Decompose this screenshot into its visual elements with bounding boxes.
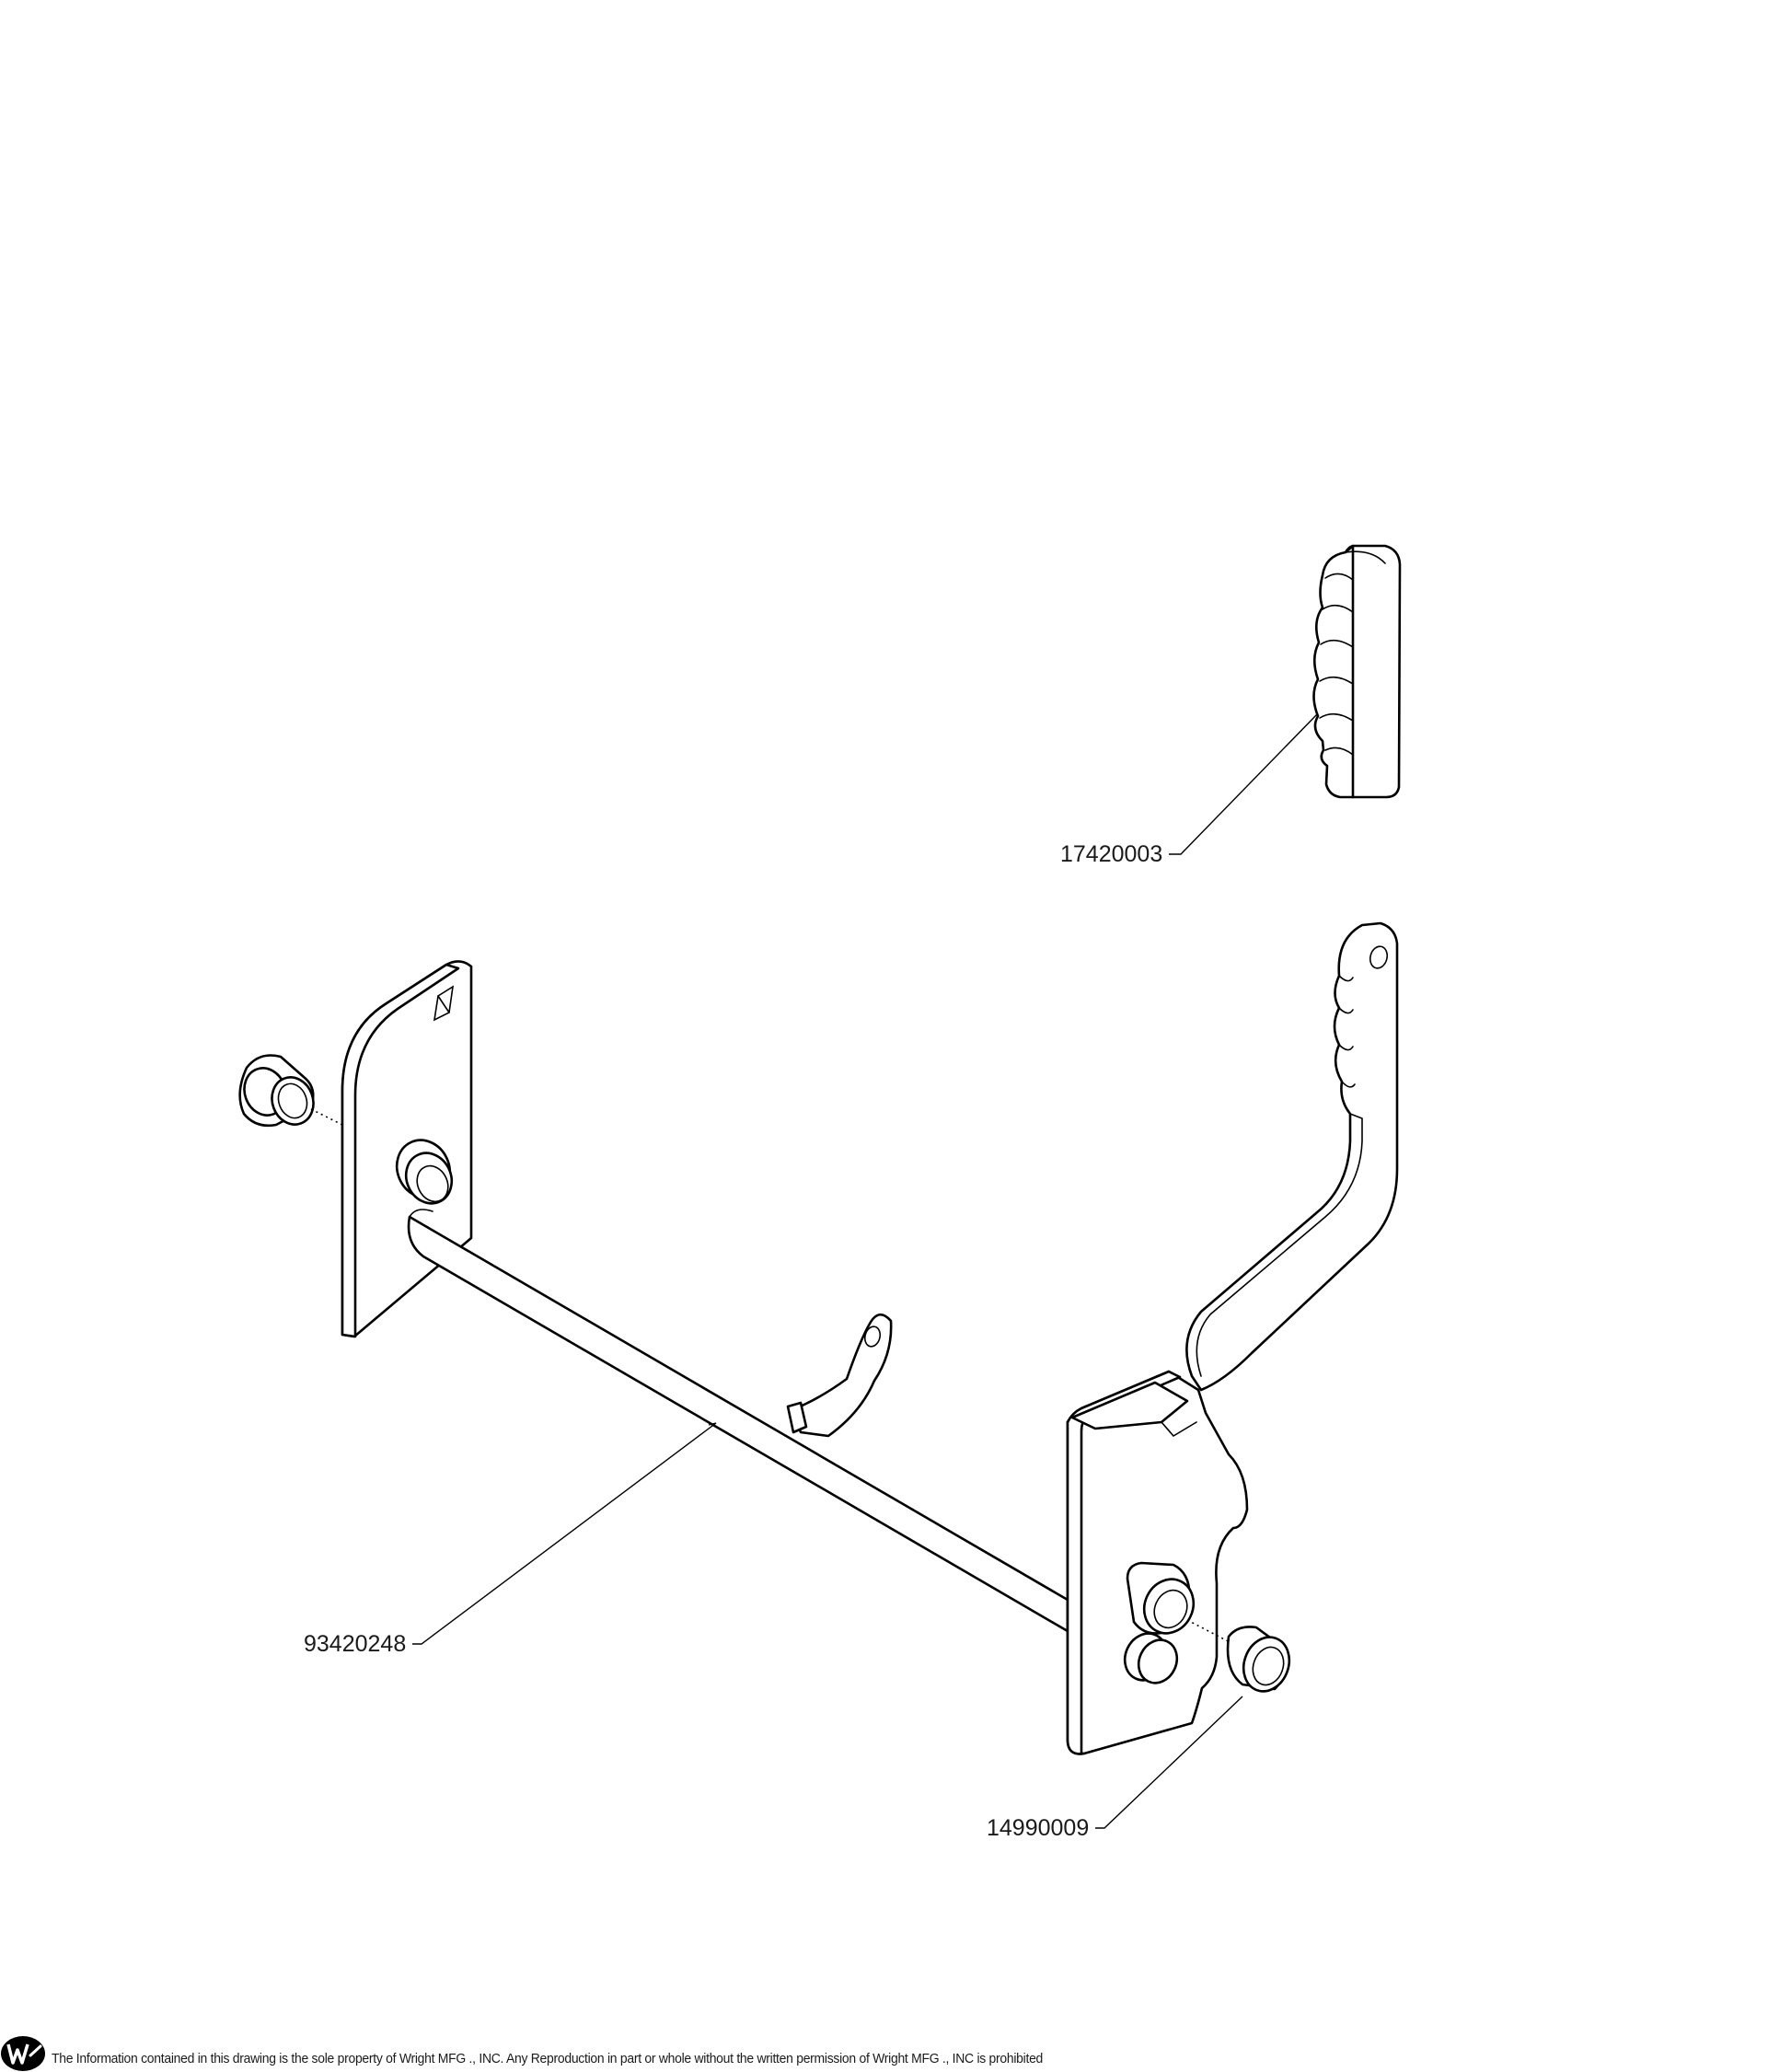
leader-shaft-arrow xyxy=(708,1422,717,1426)
left-bushing-centerline xyxy=(310,1108,343,1126)
right-bushing-part xyxy=(1226,1626,1291,1693)
leader-bushing xyxy=(1095,1696,1243,1829)
callout-bushing: 14990009 xyxy=(987,1815,1089,1841)
leader-handle-grip xyxy=(1169,712,1319,855)
callout-handle-grip: 17420003 xyxy=(1060,841,1162,867)
wright-logo-icon xyxy=(1,2036,45,2071)
callout-shaft: 93420248 xyxy=(304,1631,406,1657)
left-plate-part xyxy=(341,960,473,1338)
left-bushing-part xyxy=(238,1054,315,1128)
footer-proprietary-notice: The Information contained in this drawin… xyxy=(52,2051,1044,2066)
center-lever-arm-part xyxy=(786,1313,893,1438)
handle-grip-part xyxy=(1312,544,1402,799)
right-plate-part xyxy=(1066,921,1399,1755)
shaft-tube-part xyxy=(407,1209,1069,1633)
leader-shaft xyxy=(412,1422,717,1645)
